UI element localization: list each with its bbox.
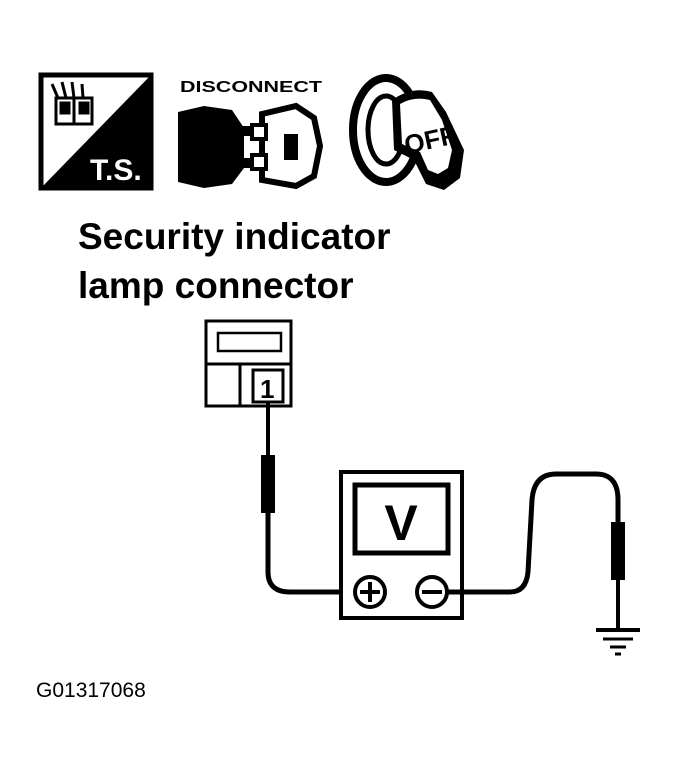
terminal-1-cell [251, 368, 285, 404]
title-line-2: lamp connector [78, 265, 354, 306]
connector-latch [216, 331, 283, 353]
voltmeter: V [339, 470, 464, 620]
positive-probe-lead [261, 402, 350, 595]
title-line-1: Security indicator [78, 216, 391, 257]
disconnect-label: DISCONNECT [180, 79, 322, 96]
positive-probe-handle [261, 455, 275, 513]
connector-left-half [178, 106, 244, 188]
voltmeter-symbol: V [384, 495, 418, 551]
voltmeter-display [352, 482, 451, 556]
negative-probe-lead [447, 471, 625, 628]
ignition-off-icon: OFF [349, 74, 464, 190]
disconnect-icon: DISCONNECT [178, 79, 324, 190]
reference-code: G01317068 [36, 679, 146, 702]
terminal-1-label: 1 [260, 374, 274, 404]
mini-connector-icon [50, 81, 94, 126]
troubleshooting-icon: T.S. [38, 72, 154, 191]
ground-icon [596, 628, 640, 656]
negative-probe-handle [611, 522, 625, 580]
lamp-connector: 1 [204, 319, 293, 408]
ts-label: T.S. [90, 154, 142, 187]
